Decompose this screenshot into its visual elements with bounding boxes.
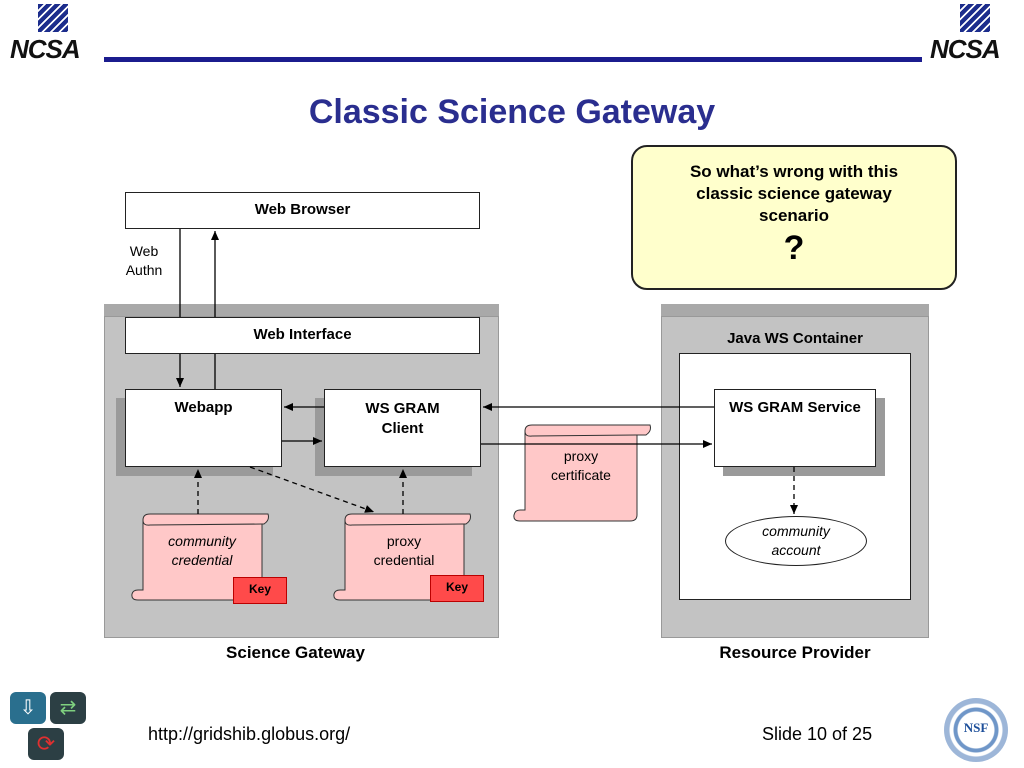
question-callout: So what’s wrong with this classic scienc… — [631, 145, 957, 290]
proxy-credential-label: proxy credential — [345, 532, 463, 570]
page-title: Classic Science Gateway — [308, 93, 716, 131]
nsf-logo-text: NSF — [963, 720, 989, 735]
refresh-icon: ⟳ — [28, 728, 64, 760]
web-interface-box: Web Interface — [125, 317, 480, 354]
ncsa-logo-right: NCSA — [930, 4, 1016, 64]
ncsa-logo-left: NCSA — [10, 4, 96, 64]
key-badge-community: Key — [233, 577, 287, 604]
webapp-label: Webapp — [174, 399, 233, 416]
ncsa-logo-right-text: NCSA — [930, 34, 1001, 64]
proxy-certificate-line1: proxy — [563, 448, 599, 464]
science-gateway-panel-top — [104, 304, 499, 318]
proxy-credential-line1: proxy — [386, 533, 422, 549]
web-authn-label: Web Authn — [118, 242, 170, 280]
resource-provider-caption: Resource Provider — [719, 643, 871, 662]
community-account-line1: community — [762, 523, 830, 539]
ws-gram-client-box: WS GRAM Client — [324, 389, 481, 467]
proxy-certificate-line2: certificate — [551, 467, 611, 483]
resource-provider-panel-top — [661, 304, 929, 318]
ws-gram-client-line1: WS GRAM — [365, 400, 440, 417]
community-account-ellipse — [725, 516, 867, 566]
footer-url: http://gridshib.globus.org/ — [148, 724, 351, 744]
key-badge-proxy: Key — [430, 575, 484, 602]
community-credential-label: community credential — [143, 532, 261, 570]
download-icon: ⇩ — [10, 692, 46, 724]
callout-mark: ? — [783, 229, 805, 267]
web-browser-box: Web Browser — [125, 192, 480, 229]
ncsa-mark-icon — [960, 4, 990, 32]
community-credential-line1: community — [168, 533, 236, 549]
proxy-certificate-label: proxy certificate — [525, 447, 637, 485]
nsf-logo: NSF — [944, 698, 1008, 762]
proxy-credential-line2: credential — [373, 552, 435, 568]
web-browser-label: Web Browser — [254, 201, 351, 218]
web-interface-label: Web Interface — [253, 326, 352, 343]
ws-gram-service-label: WS GRAM Service — [729, 399, 861, 416]
globus-logo: ⇩ ⇄ ⟳ — [8, 690, 86, 762]
callout-text: So what’s wrong with this classic scienc… — [689, 162, 899, 225]
webapp-box: Webapp — [125, 389, 282, 467]
community-account-line2: account — [771, 542, 821, 558]
ncsa-mark-icon — [38, 4, 68, 32]
community-credential-line2: credential — [171, 552, 233, 568]
ncsa-logo-left-text: NCSA — [10, 34, 81, 64]
science-gateway-caption: Science Gateway — [226, 643, 365, 662]
java-ws-container-label: Java WS Container — [727, 330, 863, 347]
ws-gram-service-box: WS GRAM Service — [714, 389, 876, 467]
web-authn-line2: Authn — [125, 262, 163, 278]
proxy-certificate-scroll — [513, 424, 651, 522]
ws-gram-client-line2: Client — [381, 420, 424, 437]
community-account-label: community account — [725, 522, 867, 560]
slide-number: Slide 10 of 25 — [762, 724, 873, 744]
web-authn-line1: Web — [129, 243, 159, 259]
transfer-icon: ⇄ — [50, 692, 86, 724]
header-rule — [104, 57, 922, 62]
